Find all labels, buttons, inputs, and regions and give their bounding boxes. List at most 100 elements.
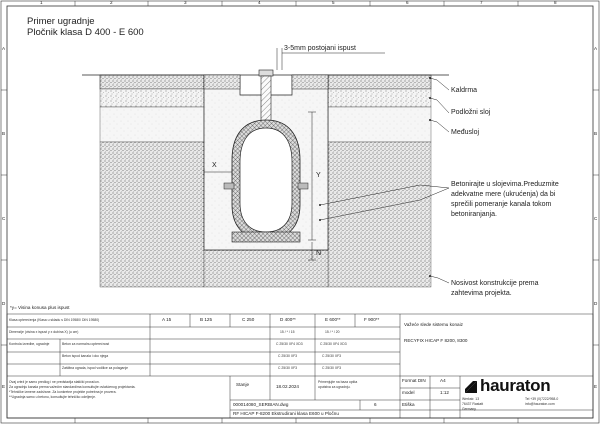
row4-e-val: C 25/30 XF3: [322, 354, 342, 358]
status-date: 18.02.2024: [276, 384, 299, 389]
row4-label: Beton ispod kanala i oko njega: [62, 354, 109, 358]
col-2: 2: [110, 0, 113, 5]
company-logo: hauraton: [480, 376, 551, 395]
row5-d-val: C 25/30 XF3: [278, 366, 298, 370]
title-line-1: Primer ugradnje: [27, 16, 95, 27]
row-d-left: D: [2, 301, 6, 306]
beton-line-1: Betonirajte u slojevima.Preduzmite: [451, 181, 559, 188]
company-address: Werkstr. 13 76437 Rastatt Germany: [462, 397, 483, 412]
dim-x: X: [212, 162, 217, 169]
row5-e-val: C 25/30 XF3: [322, 366, 342, 370]
col-3: 3: [184, 0, 187, 5]
callout-podlozni-sloj: Podložni sloj: [451, 109, 491, 116]
col-5: 5: [332, 0, 335, 5]
class-a15: A 15: [162, 317, 172, 322]
row-a-right: A: [594, 46, 598, 51]
hauraton-logo-icon: [464, 380, 478, 394]
row3-label-a: Beton za normalnu opterećnost: [62, 342, 110, 346]
status-note-1: Primenjujte na baza opšta: [318, 380, 358, 384]
note-1: Ovaj crtež je samo predlog i ne predstav…: [9, 380, 100, 384]
dim-top-gap: 3-5mm postojani ispust: [284, 45, 356, 52]
row-b-right: B: [594, 131, 598, 136]
row-d-right: D: [594, 301, 598, 306]
nosivost-line-1: Nosivost konstrukcije prema: [451, 280, 539, 287]
company-contact: Tel +39 (0)7222/958-0 info@hauraton.com: [525, 397, 558, 407]
address-1: Werkstr. 13: [462, 397, 480, 401]
dim-y: Y: [316, 172, 321, 179]
callout-meduslov: Međusloj: [451, 129, 480, 136]
revision: 6: [374, 402, 377, 407]
row3-d-val: C 25/30 XF4 XD3: [276, 342, 303, 346]
subbase-right: [327, 106, 432, 143]
row3-e-val: C 25/30 XF4 XD3: [320, 342, 347, 346]
row-c-right: C: [594, 216, 598, 221]
product-name: RECYFIX HICAP F 8200, 8300: [404, 338, 468, 343]
callout-nosivost: Nosivost konstrukcije prema zahtevima pr…: [451, 279, 539, 299]
col-6: 6: [406, 0, 409, 5]
row-e-right: E: [594, 384, 598, 389]
drawing-description: RF HICAP F-8200 Ekstrudirani klasa E600 …: [233, 411, 339, 416]
class-f900: F 900**: [364, 317, 380, 322]
col-4: 4: [258, 0, 261, 5]
beton-line-3: sprečili pomeranje kanala tokom: [451, 201, 552, 208]
row2-d-val: 15 / * / 15: [280, 330, 295, 334]
notes-block: Ovaj crtež je samo predlog i ne predstav…: [9, 380, 135, 400]
channel-interior: [239, 127, 293, 233]
class-d400: D 400**: [280, 317, 296, 322]
col-1: 1: [40, 0, 43, 5]
callout-kaldrma: Kaldrma: [451, 87, 478, 94]
paving-haunch-left: [203, 74, 241, 90]
paving-right: [327, 74, 432, 90]
scale-value: 1:12: [440, 390, 449, 395]
sheet-label: Etiška: [402, 402, 415, 407]
footnote: *y= Visina konusa plus ispust: [10, 305, 70, 310]
callout-betoniranje: Betonirajte u slojevima.Preduzmite adekv…: [451, 180, 559, 220]
status-note-2: uputstva za ugradnju.: [318, 385, 351, 389]
base-bottom: [203, 249, 329, 288]
drawing-title: Primer ugradnje Pločnik klasa D 400 - E …: [27, 16, 144, 39]
note-3: *Tehničke izmene zadržane. Za konkretne …: [9, 390, 117, 394]
row-a-left: A: [2, 46, 6, 51]
class-c250: C 250: [242, 317, 255, 322]
note-4: **Ugradnja samo u betonu, konsultujte te…: [9, 395, 96, 399]
bedding-left: [99, 88, 205, 108]
paving-haunch-right: [291, 74, 329, 90]
drawing-number: 000014080_SERBIAN.dwg: [233, 402, 289, 407]
col-8: 8: [554, 0, 557, 5]
grate-top: [258, 69, 274, 77]
channel-foot: [231, 231, 301, 243]
paving-left: [99, 74, 205, 90]
nosivost-line-2: zahtevima projekta.: [451, 290, 512, 297]
status-label: Stanje: [236, 382, 250, 387]
address-3: Germany: [462, 407, 476, 411]
class-e600: E 600**: [325, 317, 341, 322]
class-b125: B 125: [200, 317, 213, 322]
subbase-left: [99, 106, 205, 143]
product-label: Važeće slede sistemu konaiz: [404, 322, 463, 327]
row-c-left: C: [2, 216, 6, 221]
row2-label: Dimenzije (visina x ispust y x dubina X)…: [9, 330, 79, 334]
status-note: Primenjujte na baza opšta uputstva za ug…: [318, 380, 357, 390]
company-mail: info@hauraton.com: [525, 402, 555, 406]
title-block-grid: [6, 313, 594, 419]
rib-left: [223, 182, 235, 190]
dim-n: N: [316, 250, 322, 257]
row2-e-val: 15 / * / 20: [325, 330, 340, 334]
company-tel: Tel +39 (0)7222/958-0: [525, 397, 559, 401]
format-label: Format DIN: [402, 378, 426, 383]
scale-label: model: [402, 390, 415, 395]
dimension-lines: [203, 48, 385, 261]
slot-body: [260, 75, 272, 123]
leader-lines: [319, 77, 450, 284]
address-2: 76437 Rastatt: [462, 402, 484, 406]
leader-arrowheads: [319, 77, 431, 277]
col-7: 7: [480, 0, 483, 5]
row-b-left: B: [2, 131, 6, 136]
rib-right: [297, 182, 309, 190]
row4-d-val: C 25/30 XF3: [278, 354, 298, 358]
beton-line-4: betoniranjanja.: [451, 211, 497, 218]
bedding-right: [327, 88, 432, 108]
